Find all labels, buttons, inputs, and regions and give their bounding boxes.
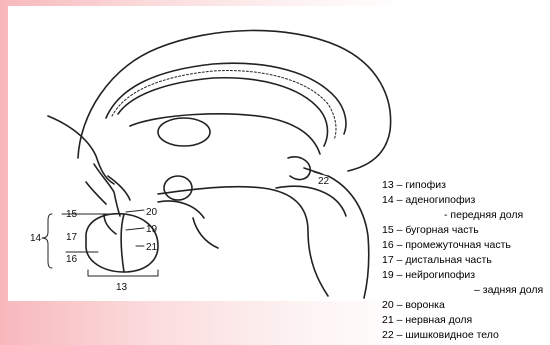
optic-stalk [158,201,204,218]
legend-item-17: 17 – дистальная часть [382,253,550,268]
sagittal-brain-drawing: 15 14 17 16 20 19 21 13 22 [8,6,406,301]
label-16: 16 [66,254,78,265]
bracket-13 [88,270,158,276]
lower-contour [48,116,114,184]
brace-14 [42,214,52,268]
legend-item-19-posterior: – задняя доля [382,283,550,298]
thalamus [158,118,210,146]
corpus-callosum-upper [106,63,346,134]
pons-curve [276,186,346,216]
legend-item-16: 16 – промежуточная часть [382,238,550,253]
legend: 13 – гипофиз 14 – аденогипофиз - передня… [382,178,550,343]
brainstem-back [328,176,369,298]
label-19: 19 [146,224,158,235]
pituitary-divider [121,214,124,272]
label-15: 15 [66,209,78,220]
legend-item-15: 15 – бугорная часть [382,223,550,238]
label-20: 20 [146,207,158,218]
label-21: 21 [146,242,158,253]
legend-item-20: 20 – воронка [382,298,550,313]
legend-item-14-anterior: - передняя доля [382,208,550,223]
label-13: 13 [116,282,128,293]
mammillary-body [164,176,192,200]
legend-item-14: 14 – аденогипофиз [382,193,550,208]
label-22: 22 [318,176,330,187]
label-14: 14 [30,233,42,244]
legend-item-13: 13 – гипофиз [382,178,550,193]
legend-item-19: 19 – нейрогипофиз [382,268,550,283]
corpus-callosum-lower [118,78,327,146]
legend-item-21: 21 – нервная доля [382,313,550,328]
label-17: 17 [66,232,78,243]
brain-diagram: 15 14 17 16 20 19 21 13 22 [8,6,406,301]
infundibulum [94,164,120,216]
legend-item-22: 22 – шишковидное тело [382,328,550,343]
